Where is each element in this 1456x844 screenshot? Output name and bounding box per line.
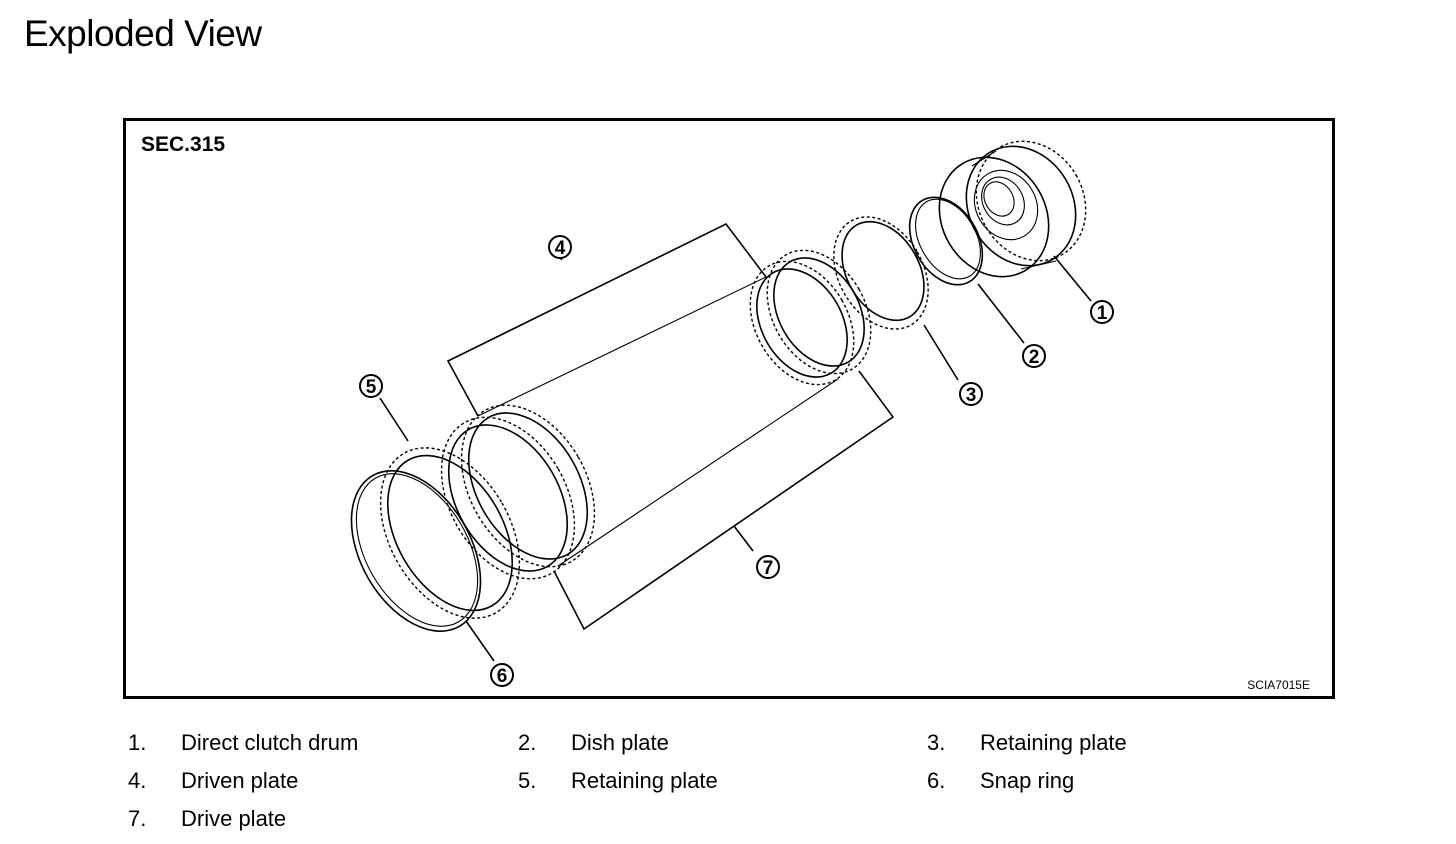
legend-number: 4.: [128, 768, 147, 793]
callout-5: 5: [359, 374, 383, 398]
svg-text:4: 4: [555, 238, 566, 259]
direct-clutch-drum: [938, 140, 1087, 278]
legend-label: Drive plate: [181, 806, 287, 831]
callout-6: 6: [490, 663, 514, 687]
legend-number: 6.: [927, 768, 946, 793]
callout-1: 1: [1090, 300, 1114, 324]
legend-number: 3.: [927, 730, 946, 755]
legend-label: Driven plate: [181, 768, 299, 793]
section-label: SEC.315: [141, 133, 226, 156]
pack-connector-lines: [477, 276, 839, 567]
svg-text:7: 7: [763, 558, 774, 579]
leader-lines: [379, 255, 1092, 662]
bracket-7: [553, 370, 895, 631]
bracket-4: [446, 222, 767, 417]
legend-label: Retaining plate: [571, 768, 718, 793]
callout-4: 4: [548, 235, 572, 259]
page-title: Exploded View: [24, 13, 262, 54]
legend-number: 2.: [518, 730, 537, 755]
svg-text:5: 5: [366, 377, 377, 398]
svg-text:3: 3: [966, 385, 977, 406]
svg-text:2: 2: [1029, 347, 1040, 368]
upper-clutch-pack: [749, 249, 872, 386]
callout-2: 2: [1022, 344, 1046, 368]
legend-number: 5.: [518, 768, 537, 793]
legend-label: Snap ring: [980, 768, 1075, 793]
retaining-plate-3: [833, 216, 929, 330]
legend-number: 7.: [128, 806, 147, 831]
exploded-view-figure: 1 2 3 4 5 6 7 SEC.315 SCIA7015E: [123, 118, 1335, 699]
legend-label: Dish plate: [571, 730, 669, 755]
callout-7: 7: [756, 555, 780, 579]
svg-text:6: 6: [497, 666, 508, 687]
dish-plate: [908, 196, 984, 286]
callout-3: 3: [959, 382, 983, 406]
snap-ring: [350, 469, 482, 633]
legend-label: Retaining plate: [980, 730, 1127, 755]
retaining-plate-5: [379, 447, 521, 619]
legend-label: Direct clutch drum: [181, 730, 359, 755]
exploded-view-diagram: 1 2 3 4 5 6 7: [350, 140, 1114, 687]
legend-number: 1.: [128, 730, 147, 755]
svg-text:1: 1: [1097, 303, 1108, 324]
lower-clutch-pack: [440, 404, 596, 580]
figure-code: SCIA7015E: [1247, 678, 1310, 692]
